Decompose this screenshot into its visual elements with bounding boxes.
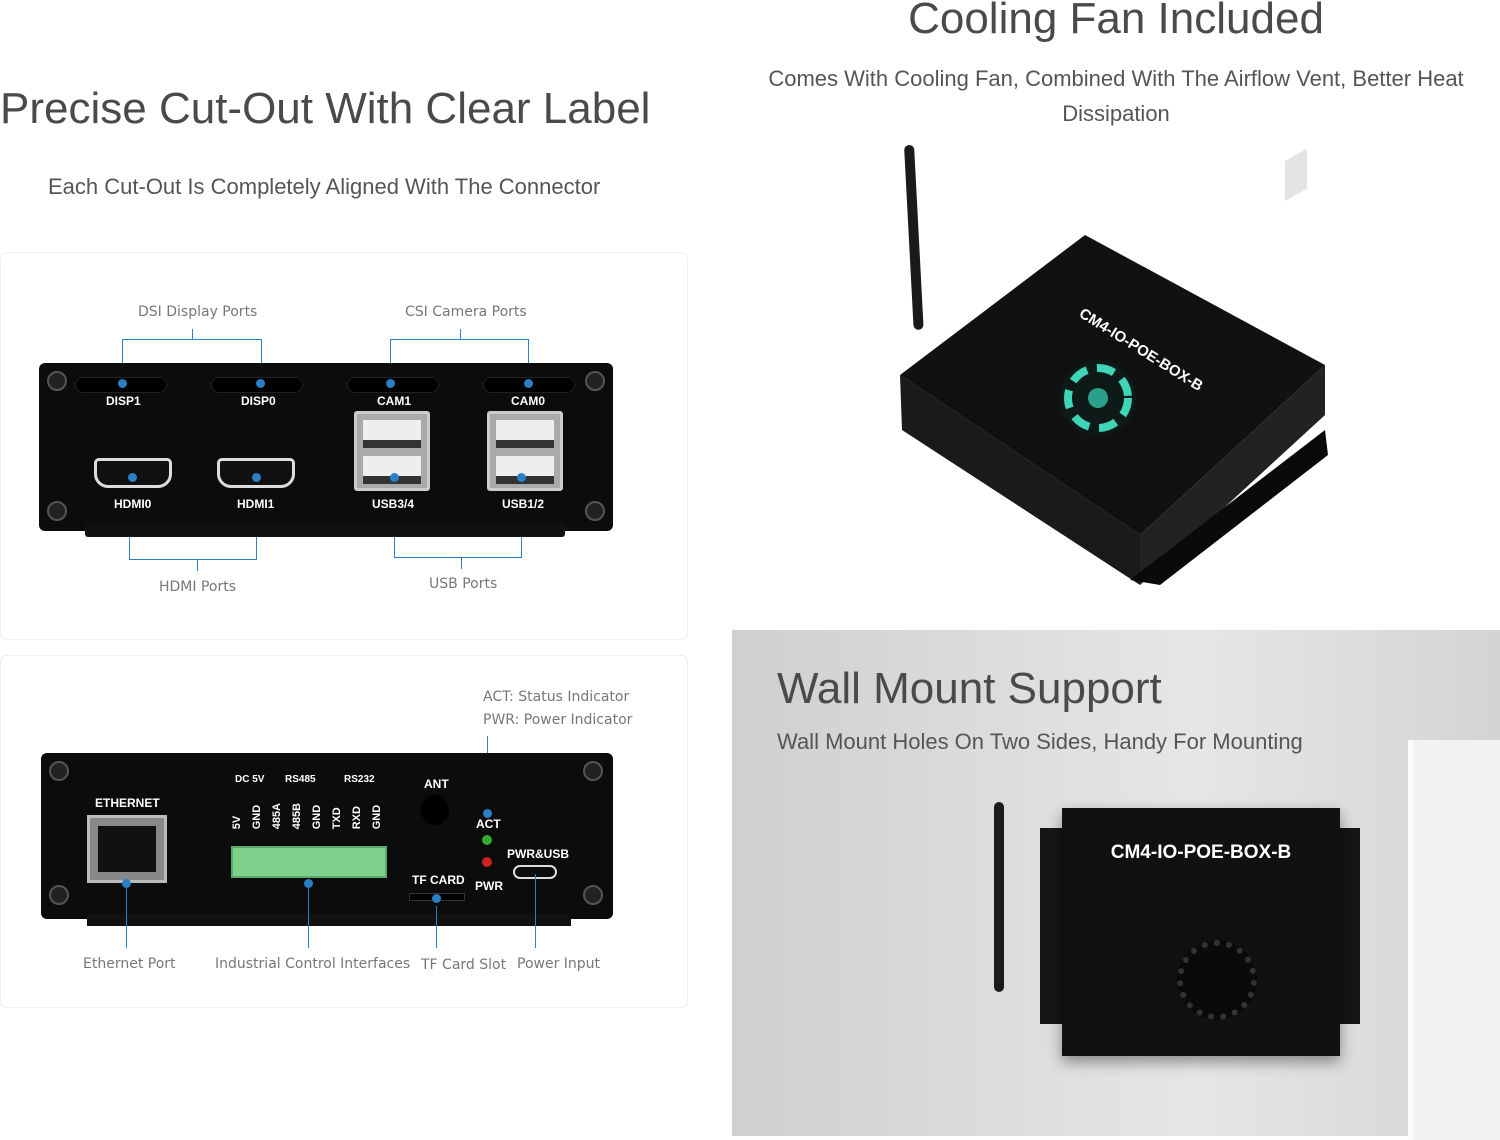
antenna — [994, 802, 1004, 992]
label-dc5v: DC 5V — [235, 774, 265, 785]
act-led — [482, 835, 492, 845]
pin-label: TXD — [331, 807, 343, 830]
hdmi0-port — [94, 458, 172, 488]
cooling-product-image — [900, 144, 1328, 585]
wall-subtitle: Wall Mount Holes On Two Sides, Handy For… — [777, 729, 1303, 754]
callout-ethernet: Ethernet Port — [83, 956, 176, 972]
callout-tf: TF Card Slot — [421, 957, 507, 973]
wall-product-label: CM4-IO-POE-BOX-B — [1110, 842, 1292, 863]
pin-label: 5V — [231, 815, 243, 830]
shelf — [1408, 740, 1500, 1140]
label-rs485: RS485 — [285, 774, 316, 785]
port-label-usb12: USB1/2 — [502, 497, 545, 511]
pwr-led — [482, 857, 492, 867]
fan-icon — [1064, 364, 1132, 432]
pin-label: GND — [311, 804, 323, 830]
wall-title: Wall Mount Support — [777, 664, 1162, 713]
port-label-hdmi1: HDMI1 — [237, 497, 275, 511]
callout-power: Power Input — [517, 956, 601, 972]
callout-dsi: DSI Display Ports — [138, 304, 258, 320]
label-ethernet: ETHERNET — [95, 796, 160, 810]
port-label-hdmi0: HDMI0 — [114, 497, 152, 511]
device-front-view: DISP1 DISP0 CAM1 CAM0 HDMI0 HDMI1 USB3/4… — [39, 363, 613, 531]
port-label-cam1: CAM1 — [377, 394, 412, 408]
cutout-subtitle: Each Cut-Out Is Completely Aligned With … — [48, 174, 601, 199]
cooling-subtitle-line1: Comes With Cooling Fan, Combined With Th… — [768, 66, 1464, 91]
cooling-subtitle-line2: Dissipation — [1062, 101, 1170, 126]
label-tf-card: TF CARD — [412, 873, 465, 887]
label-act: ACT — [476, 817, 501, 831]
terminal-block — [231, 846, 387, 878]
port-label-usb34: USB3/4 — [372, 497, 415, 511]
callout-csi: CSI Camera Ports — [405, 304, 527, 320]
fan-vent-icon — [1177, 940, 1257, 1020]
pin-label: GND — [371, 804, 383, 830]
wall-mount-section: Wall Mount Support Wall Mount Holes On T… — [732, 630, 1500, 1140]
ethernet-port — [87, 815, 167, 883]
front-panel-card: DSI Display Ports CSI Camera Ports DISP1… — [0, 252, 688, 640]
callout-hdmi: HDMI Ports — [159, 579, 237, 595]
callout-pwr: PWR: Power Indicator — [483, 712, 633, 728]
callout-act: ACT: Status Indicator — [483, 689, 630, 705]
port-label-cam0: CAM0 — [511, 394, 546, 408]
cutout-title: Precise Cut-Out With Clear Label — [0, 84, 651, 133]
rear-panel-card: ACT: Status Indicator PWR: Power Indicat… — [0, 655, 688, 1008]
wall-product-box: CM4-IO-POE-BOX-B — [1062, 808, 1340, 1056]
callout-industrial: Industrial Control Interfaces — [215, 956, 411, 972]
pin-label: 485A — [271, 803, 283, 830]
callout-usb: USB Ports — [429, 576, 498, 592]
port-label-disp1: DISP1 — [106, 394, 141, 408]
cooling-title: Cooling Fan Included — [908, 0, 1324, 43]
terminal-pin-labels: 5V GND 485A 485B GND TXD RXD GND — [231, 803, 386, 829]
label-ant: ANT — [424, 777, 449, 791]
label-pwr: PWR — [475, 879, 503, 893]
pin-label: RXD — [351, 806, 363, 830]
device-rear-view: ETHERNET DC 5V RS485 RS232 5V GND 485A 4… — [41, 753, 613, 919]
label-pwr-usb: PWR&USB — [507, 847, 569, 861]
pin-label: GND — [251, 804, 263, 830]
port-label-disp0: DISP0 — [241, 394, 276, 408]
pin-label: 485B — [291, 803, 303, 830]
antenna-hole — [421, 795, 449, 825]
label-rs232: RS232 — [344, 774, 375, 785]
usb34-port — [354, 411, 430, 491]
